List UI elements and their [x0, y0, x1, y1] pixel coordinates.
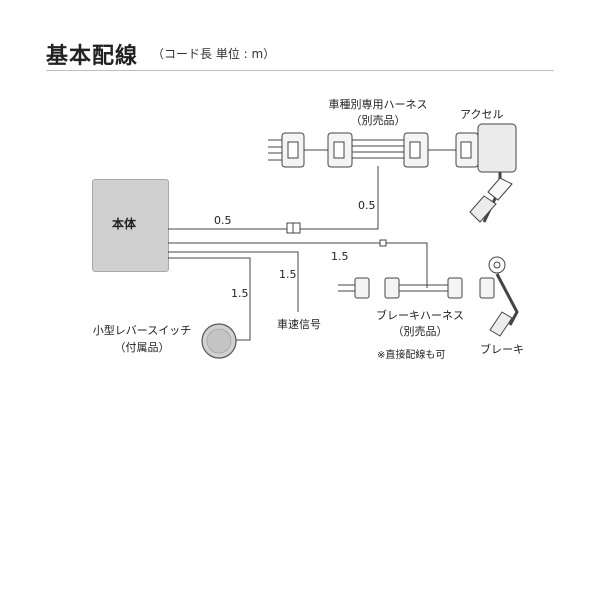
inline-connector-small	[379, 239, 387, 247]
title-divider	[46, 70, 554, 71]
direct-wiring-note: ※直接配線も可	[377, 350, 446, 361]
length-label-main-harness: 0.5	[214, 214, 232, 227]
brake-harness	[338, 277, 495, 299]
vehicle-harness	[268, 132, 479, 168]
page-subtitle: （コード長 単位 : m）	[152, 47, 276, 61]
brake-pedal-icon	[488, 256, 519, 337]
brake-harness-label: ブレーキハーネス	[376, 309, 464, 322]
main-unit-box	[92, 179, 169, 272]
wire-main-to-harness	[168, 166, 379, 230]
vehicle-harness-label: 車種別専用ハーネス	[328, 98, 428, 111]
brake-harness-sublabel: （別売品）	[392, 325, 448, 338]
length-label-speed-signal: 1.5	[279, 268, 297, 281]
wire-main-to-brake	[168, 242, 428, 288]
wire-speed-signal	[168, 251, 299, 312]
speed-signal-label: 車速信号	[277, 318, 321, 331]
main-unit-label: 本体	[112, 217, 137, 231]
accelerator-pedal-icon	[469, 123, 517, 223]
accelerator-label: アクセル	[460, 108, 504, 121]
length-label-to-brake: 1.5	[331, 250, 349, 263]
wire-lever-switch	[168, 257, 251, 341]
brake-label: ブレーキ	[480, 343, 524, 356]
lever-switch-sublabel: （付属品）	[114, 341, 170, 354]
lever-switch-label: 小型レバースイッチ	[92, 324, 192, 337]
length-label-lever-switch: 1.5	[231, 287, 249, 300]
page-title: 基本配線	[46, 44, 139, 69]
vehicle-harness-sublabel: （別売品）	[350, 114, 406, 127]
length-label-harness-down: 0.5	[358, 199, 376, 212]
